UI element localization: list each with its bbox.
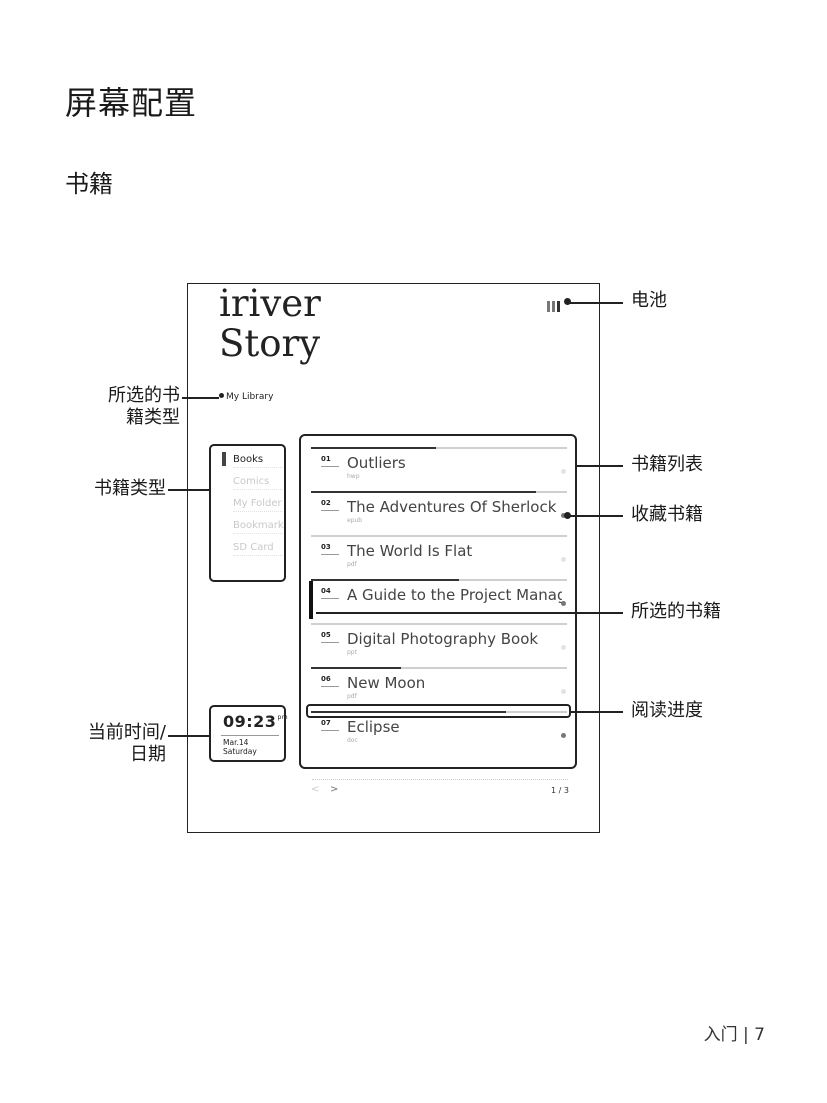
bullet-icon [219, 393, 224, 398]
book-row[interactable]: 03 The World Is Flat pdf [301, 535, 575, 579]
callout-selected-type: 所选的书 籍类型 [60, 385, 180, 429]
callout-book-type: 书籍类型 [94, 478, 166, 499]
book-format: hwp [347, 473, 360, 480]
progress-leader-line [571, 711, 623, 713]
book-row[interactable]: 06 New Moon pdf [301, 667, 575, 711]
callout-clock-line2: 日期 [130, 744, 166, 765]
book-number: 01 [321, 455, 331, 463]
book-title: The World Is Flat [347, 542, 473, 560]
callout-progress: 阅读进度 [631, 700, 703, 721]
prev-page-button[interactable]: < [311, 784, 320, 795]
type-sd-card[interactable]: SD Card [233, 542, 283, 556]
battery-leader-line [568, 302, 623, 304]
callout-selected-type-line2: 籍类型 [126, 407, 180, 428]
book-number: 03 [321, 543, 331, 551]
callout-battery: 电池 [631, 290, 667, 311]
book-number: 04 [321, 587, 331, 595]
reading-progress-bar [311, 667, 401, 669]
date-line-2: Saturday [223, 747, 257, 756]
library-label-text: My Library [226, 392, 274, 402]
book-row[interactable]: 02 The Adventures Of Sherlock H epub [301, 491, 575, 535]
callout-selected-type-line1: 所选的书 [108, 385, 180, 406]
favorite-icon [561, 733, 566, 738]
book-list: 01 Outliers hwp 02 The Adventures Of She… [299, 434, 577, 769]
pager-divider [312, 779, 568, 780]
book-number: 07 [321, 719, 331, 727]
next-page-button[interactable]: > [330, 784, 339, 795]
book-title: New Moon [347, 674, 426, 692]
book-row[interactable]: 05 Digital Photography Book ppt [301, 623, 575, 667]
book-format: ppt [347, 649, 357, 656]
book-title: Outliers [347, 454, 406, 472]
book-title: Digital Photography Book [347, 630, 539, 648]
book-title: Eclipse [347, 718, 400, 736]
logo-line-1: iriver [219, 282, 321, 325]
battery-leader-dot [564, 298, 571, 305]
favorite-icon [561, 469, 566, 474]
book-format: pdf [347, 561, 357, 568]
book-row[interactable]: 01 Outliers hwp [301, 447, 575, 491]
type-comics[interactable]: Comics [233, 476, 283, 490]
selection-bar [309, 581, 313, 619]
type-my-folder[interactable]: My Folder [233, 498, 283, 512]
reading-progress-bar [311, 447, 436, 449]
iriver-story-logo: iriver Story [219, 284, 321, 364]
type-books[interactable]: Books [233, 454, 283, 468]
date-line-1: Mar.14 [223, 738, 249, 747]
reading-progress-bar [311, 491, 536, 493]
battery-icon [547, 297, 567, 312]
selected-type-leader-line [182, 397, 219, 399]
time-ampm: pm [277, 714, 289, 721]
selected-type-indicator [222, 452, 226, 466]
clock-widget: 09:23pm Mar.14 Saturday [209, 705, 288, 762]
book-number: 06 [321, 675, 331, 683]
selected-book-leader-line [316, 612, 623, 614]
favorite-icon [561, 557, 566, 562]
favorite-icon [561, 601, 566, 606]
book-row[interactable]: 07 Eclipse doc [301, 711, 575, 755]
page-indicator: 1 / 3 [551, 786, 569, 795]
callout-clock-line1: 当前时间/ [87, 722, 166, 743]
book-title: A Guide to the Project Manag [347, 586, 562, 604]
section-title: 书籍 [65, 170, 113, 198]
book-format: epub [347, 517, 363, 524]
favorite-icon [561, 689, 566, 694]
reading-progress-bar [311, 711, 506, 713]
page-footer: 入门 | 7 [703, 1025, 765, 1045]
clock-date: Mar.14 Saturday [223, 738, 257, 756]
book-format: pdf [347, 693, 357, 700]
book-row-selected[interactable]: 04 A Guide to the Project Manag [301, 579, 575, 623]
book-number: 02 [321, 499, 331, 507]
book-type-panel: Books Comics My Folder Bookmark SD Card [209, 444, 286, 582]
book-format: doc [347, 737, 358, 744]
reading-progress-bar [311, 579, 459, 581]
type-bookmark[interactable]: Bookmark [233, 520, 284, 534]
callout-book-list: 书籍列表 [631, 454, 703, 475]
logo-line-2: Story [219, 322, 321, 365]
callout-favorite: 收藏书籍 [631, 504, 703, 525]
page-title: 屏幕配置 [65, 84, 198, 122]
progress-highlight-box [306, 704, 571, 718]
book-number: 05 [321, 631, 331, 639]
book-type-leader-line [168, 489, 209, 491]
clock-leader-line [168, 735, 209, 737]
book-list-leader-line [577, 465, 623, 467]
favorite-leader-dot [564, 512, 571, 519]
favorite-leader-line [567, 515, 623, 517]
callout-clock: 当前时间/ 日期 [50, 722, 166, 766]
callout-selected-book: 所选的书籍 [631, 601, 721, 622]
my-library-label: My Library [219, 392, 273, 402]
clock-time: 09:23pm [223, 712, 288, 731]
time-value: 09:23 [223, 712, 277, 731]
favorite-icon [561, 645, 566, 650]
favorite-icon [561, 513, 566, 518]
device-screen [187, 283, 600, 833]
book-title: The Adventures Of Sherlock H [347, 498, 562, 516]
